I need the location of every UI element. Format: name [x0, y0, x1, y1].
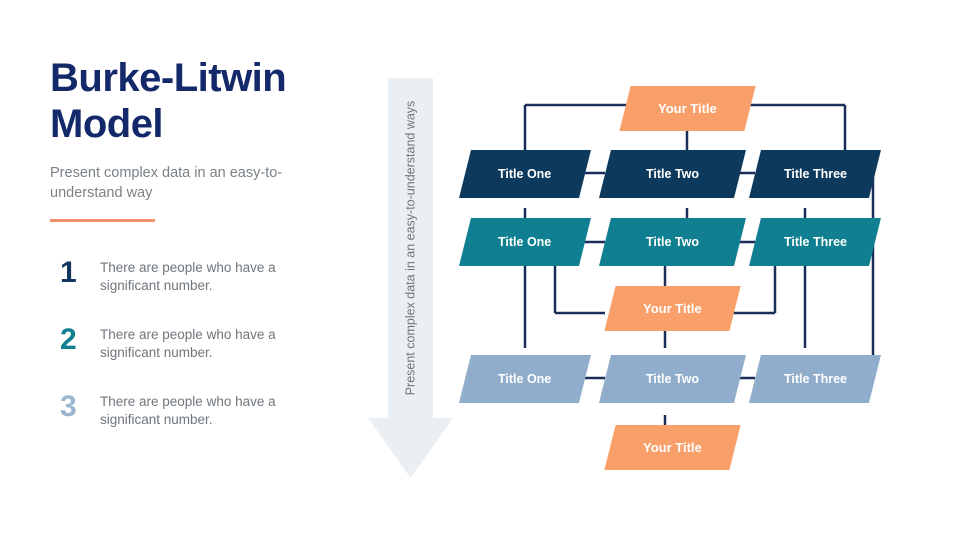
point-text: There are people who have a significant … [100, 327, 276, 360]
node-teal-title-one[interactable]: Title One [459, 218, 591, 266]
arrow-label: Present complex data in an easy-to-under… [403, 100, 418, 396]
list-item: 1 There are people who have a significan… [60, 258, 360, 295]
node-teal-title-two[interactable]: Title Two [599, 218, 746, 266]
list-item: 2 There are people who have a significan… [60, 325, 360, 362]
down-arrow-shape: Present complex data in an easy-to-under… [368, 78, 453, 478]
node-middle-your-title[interactable]: Your Title [604, 286, 741, 331]
node-bottom-your-title[interactable]: Your Title [604, 425, 741, 470]
arrow-label-wrap: Present complex data in an easy-to-under… [368, 78, 453, 418]
page-title: Burke-Litwin Model [50, 56, 287, 146]
node-lightblue-title-three[interactable]: Title Three [749, 355, 881, 403]
node-lightblue-title-one[interactable]: Title One [459, 355, 591, 403]
point-number: 1 [60, 256, 77, 289]
node-navy-title-two[interactable]: Title Two [599, 150, 746, 198]
point-text: There are people who have a significant … [100, 260, 276, 293]
node-top-your-title[interactable]: Your Title [619, 86, 756, 131]
node-navy-title-three[interactable]: Title Three [749, 150, 881, 198]
page-subtitle: Present complex data in an easy-to-under… [50, 165, 283, 201]
burke-litwin-diagram: Your Title Title One Title Two Title Thr… [455, 70, 925, 490]
node-navy-title-one[interactable]: Title One [459, 150, 591, 198]
node-teal-title-three[interactable]: Title Three [749, 218, 881, 266]
arrow-icon [368, 78, 453, 478]
node-lightblue-title-two[interactable]: Title Two [599, 355, 746, 403]
point-text: There are people who have a significant … [100, 394, 276, 427]
point-number: 3 [60, 390, 77, 423]
list-item: 3 There are people who have a significan… [60, 392, 360, 429]
accent-divider [50, 219, 155, 222]
numbered-points-list: 1 There are people who have a significan… [60, 258, 360, 459]
point-number: 2 [60, 323, 77, 356]
left-text-column: Burke-Litwin Model Present complex data … [50, 55, 350, 222]
